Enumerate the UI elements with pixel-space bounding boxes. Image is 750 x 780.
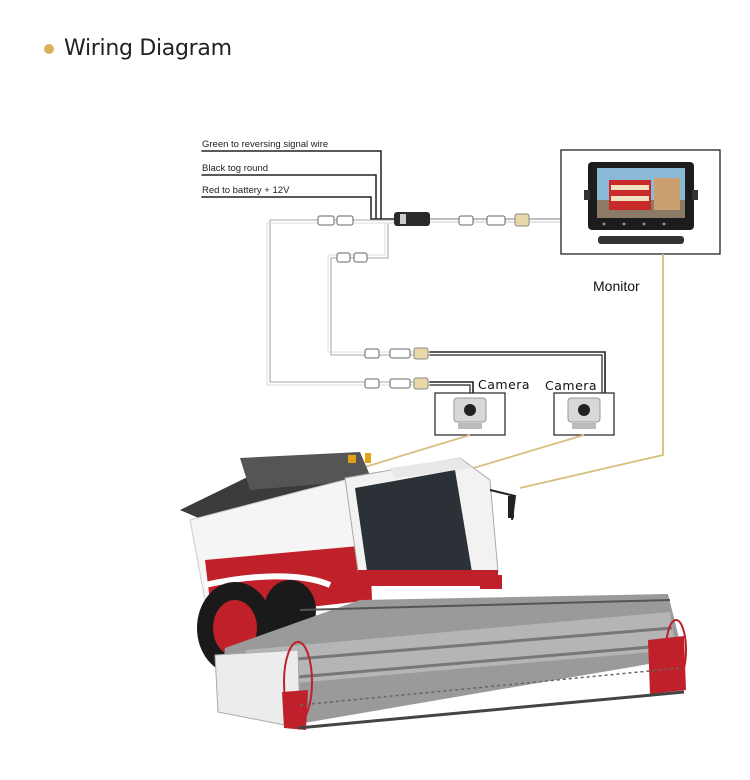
camera-right-label: Camera: [545, 378, 597, 393]
red-wire: [201, 196, 372, 220]
camera-left-label: Camera: [478, 377, 530, 392]
black-wire-label: Black tog round: [202, 163, 268, 174]
page-title: Wiring Diagram: [64, 36, 232, 61]
camera-right-extension: [330, 223, 601, 356]
camera-left-device: [434, 392, 506, 436]
monitor-label: Monitor: [593, 278, 640, 294]
section-header: Wiring Diagram: [44, 36, 232, 61]
green-wire: [201, 150, 382, 220]
black-wire: [201, 174, 377, 220]
combine-harvester: [180, 452, 687, 730]
splitter-connector: [394, 212, 430, 226]
monitor-device: [560, 149, 721, 255]
bullet-dot: [44, 43, 54, 54]
green-wire-label: Green to reversing signal wire: [202, 139, 328, 150]
connector-group: [317, 212, 530, 390]
red-wire-label: Red to battery + 12V: [202, 185, 290, 196]
camera-right-device: [553, 392, 615, 436]
